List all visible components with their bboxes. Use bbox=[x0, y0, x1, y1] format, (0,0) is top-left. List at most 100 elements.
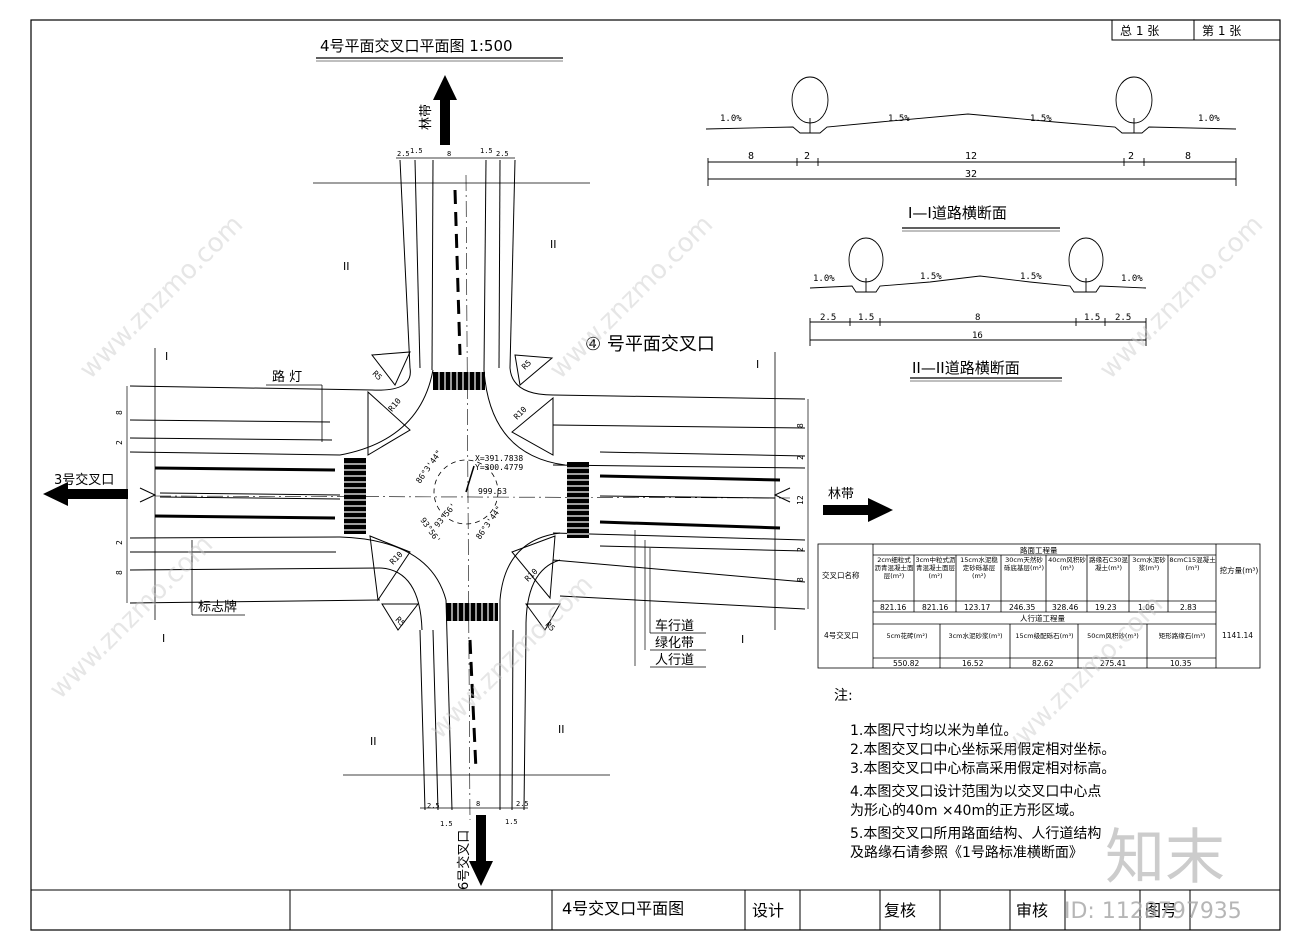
sheet-page-text: 第 1 张 bbox=[1202, 24, 1241, 38]
svg-text:16.52: 16.52 bbox=[962, 659, 984, 668]
svg-text:I: I bbox=[162, 632, 165, 645]
svg-text:R5: R5 bbox=[371, 369, 384, 382]
svg-text:1.5%: 1.5% bbox=[1020, 272, 1042, 282]
svg-text:2: 2 bbox=[796, 547, 805, 552]
notes: 注: 1.本图尺寸均以米为单位。 2.本图交叉口中心坐标采用假定相对坐标。 3.… bbox=[834, 688, 1115, 861]
angle-label-1: 86°3'44" bbox=[414, 448, 443, 485]
svg-text:8: 8 bbox=[447, 150, 451, 158]
sheet-border bbox=[30, 19, 1281, 931]
svg-text:1.06: 1.06 bbox=[1138, 603, 1155, 612]
angle-label-4: 93°56' bbox=[433, 501, 458, 529]
svg-text:II: II bbox=[343, 260, 350, 273]
svg-text:8: 8 bbox=[748, 151, 754, 162]
svg-text:8: 8 bbox=[796, 577, 805, 582]
west-road-edge-bottom bbox=[129, 599, 381, 604]
svg-text:1.0%: 1.0% bbox=[1121, 274, 1143, 284]
title-block-check: 复核 bbox=[884, 901, 916, 920]
svg-text:8: 8 bbox=[975, 313, 980, 323]
street-lamp-label: 路 灯 bbox=[272, 369, 302, 385]
center-elevation: 999.53 bbox=[478, 487, 507, 496]
svg-text:1.本图尺寸均以米为单位。: 1.本图尺寸均以米为单位。 bbox=[850, 723, 1017, 739]
zebra-west bbox=[344, 458, 366, 534]
sidewalk-col-values: 550.82 16.52 82.62 275.41 10.35 bbox=[893, 659, 1192, 668]
svg-text:I: I bbox=[756, 358, 759, 371]
road-col-values: 821.16 821.16 123.17 246.35 328.46 19.23… bbox=[880, 603, 1197, 612]
svg-text:246.35: 246.35 bbox=[1009, 603, 1035, 612]
sidewalk-label: 人行道 bbox=[655, 653, 694, 668]
svg-text:2.5: 2.5 bbox=[516, 800, 529, 808]
zebra-south bbox=[446, 603, 498, 621]
west-arrow bbox=[43, 482, 128, 506]
sign-label: 标志牌 bbox=[198, 599, 237, 615]
svg-text:2.5: 2.5 bbox=[397, 150, 410, 158]
section-1-drawing bbox=[705, 76, 1237, 232]
svg-text:550.82: 550.82 bbox=[893, 659, 919, 668]
svg-text:www.znzmo.com: www.znzmo.com bbox=[1094, 210, 1269, 385]
section-2-texts: 1.0% 1.5% 1.5% 1.0% 2.5 1.5 8 1.5 2.5 16… bbox=[813, 272, 1143, 377]
brand-watermark: 知末 bbox=[1105, 823, 1225, 893]
svg-text:4.本图交叉口设计范围为以交叉口中心点: 4.本图交叉口设计范围为以交叉口中心点 bbox=[850, 783, 1101, 800]
svg-text:2.83: 2.83 bbox=[1180, 603, 1197, 612]
quantity-table bbox=[817, 543, 1261, 669]
svg-text:1.5: 1.5 bbox=[480, 147, 493, 155]
green-belt-label: 绿化带 bbox=[655, 636, 694, 651]
svg-text:R5: R5 bbox=[520, 358, 533, 371]
svg-text:1.5%: 1.5% bbox=[920, 272, 942, 282]
lane-markings bbox=[154, 189, 781, 771]
svg-text:1.5: 1.5 bbox=[1084, 313, 1100, 323]
section-2-drawing bbox=[809, 237, 1147, 382]
svg-text:1.0%: 1.0% bbox=[813, 274, 835, 284]
south-direction-label: 6号交叉口 bbox=[456, 830, 472, 890]
title-block-drawing-name: 4号交叉口平面图 bbox=[562, 899, 684, 918]
id-watermark: ID: 1128797935 bbox=[1064, 899, 1242, 924]
svg-text:5.本图交叉口所用路面结构、人行道结构: 5.本图交叉口所用路面结构、人行道结构 bbox=[850, 825, 1101, 842]
svg-text:为形心的40m ×40m的正方形区域。: 为形心的40m ×40m的正方形区域。 bbox=[850, 803, 1083, 819]
intersection-plan bbox=[129, 159, 806, 821]
zebra-north bbox=[433, 372, 485, 390]
svg-text:275.41: 275.41 bbox=[1100, 659, 1126, 668]
svg-text:1.5: 1.5 bbox=[410, 147, 423, 155]
main-title: 4号平面交叉口平面图 1:500 bbox=[320, 37, 513, 55]
label-leader-lines bbox=[634, 530, 706, 668]
svg-text:II: II bbox=[550, 238, 557, 251]
west-road-edge-top bbox=[129, 385, 373, 391]
lane-label: 车行道 bbox=[655, 618, 694, 634]
zebra-east bbox=[567, 462, 589, 538]
dimension-texts: 8 2 12 2 8 8 2 12 2 8 2.5 1.5 8 1.5 2.5 … bbox=[115, 147, 805, 828]
south-arrow bbox=[469, 815, 493, 886]
svg-text:2: 2 bbox=[1128, 151, 1134, 162]
svg-text:R10: R10 bbox=[512, 405, 529, 422]
svg-text:II: II bbox=[558, 723, 565, 736]
west-direction-label: 3号交叉口 bbox=[54, 472, 114, 488]
coord-x: X=391.7838 bbox=[475, 454, 523, 463]
svg-text:2.5: 2.5 bbox=[427, 802, 440, 810]
svg-text:2: 2 bbox=[115, 540, 124, 545]
sidewalk-col-headers: 5cm花砖(m²) 3cm水泥砂浆(m³) 15cm级配砾石(m³) 50cm风… bbox=[886, 632, 1205, 640]
svg-text:8: 8 bbox=[115, 570, 124, 575]
sheet-total-text: 总 1 张 bbox=[1120, 24, 1159, 38]
svg-text:19.23: 19.23 bbox=[1095, 603, 1117, 612]
title-block bbox=[31, 889, 1280, 930]
svg-text:3.本图交叉口中心标高采用假定相对标高。: 3.本图交叉口中心标高采用假定相对标高。 bbox=[850, 760, 1115, 777]
notes-heading: 注: bbox=[834, 688, 853, 704]
svg-text:2: 2 bbox=[115, 440, 124, 445]
svg-text:人行道工程量: 人行道工程量 bbox=[1020, 613, 1065, 623]
north-direction-label: 林带 bbox=[419, 104, 434, 130]
svg-text:1.5%: 1.5% bbox=[1030, 114, 1052, 124]
svg-text:II: II bbox=[370, 735, 377, 748]
svg-text:www.znzmo.com: www.znzmo.com bbox=[424, 570, 599, 745]
svg-text:8: 8 bbox=[796, 423, 805, 428]
svg-text:路面工程量: 路面工程量 bbox=[1020, 545, 1058, 555]
svg-text:821.16: 821.16 bbox=[922, 603, 948, 612]
title-block-design: 设计 bbox=[752, 901, 784, 920]
road-col-headers: 2cm细粒式沥青混凝土面层(m²) 3cm中粒式沥青混凝土面层(m²) 15cm… bbox=[875, 556, 1216, 580]
svg-text:4号交叉口: 4号交叉口 bbox=[824, 630, 859, 640]
svg-text:328.46: 328.46 bbox=[1052, 603, 1078, 612]
svg-text:1.5: 1.5 bbox=[440, 820, 453, 828]
svg-text:16: 16 bbox=[972, 331, 983, 341]
svg-text:821.16: 821.16 bbox=[880, 603, 906, 612]
svg-text:R10: R10 bbox=[387, 396, 403, 413]
svg-text:交叉口名称: 交叉口名称 bbox=[822, 570, 860, 580]
svg-text:1.5: 1.5 bbox=[505, 818, 518, 826]
